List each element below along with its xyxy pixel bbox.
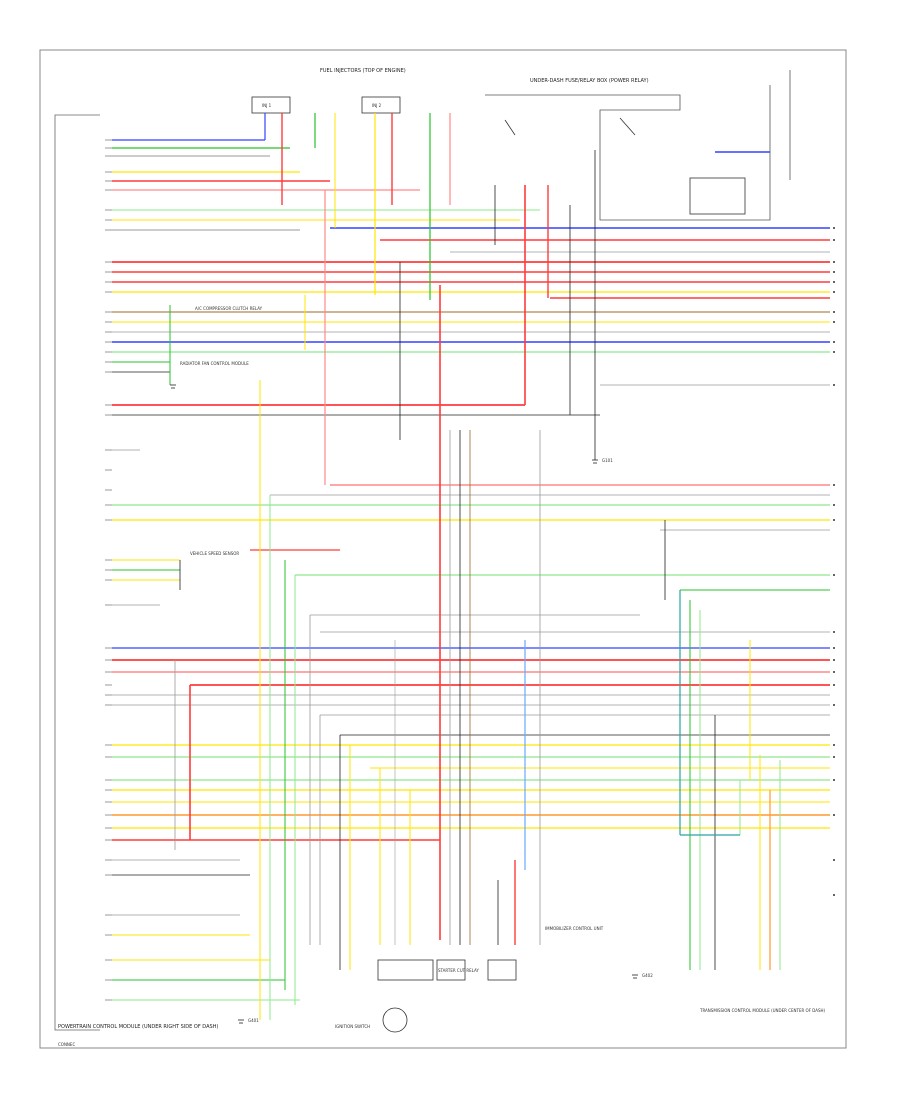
immobilizer-box: [487, 959, 517, 981]
relay-switch-1: [504, 119, 516, 136]
fuel-injectors-label: FUEL INJECTORS (TOP OF ENGINE): [320, 68, 406, 74]
ground-g401-label: G401: [248, 1018, 259, 1023]
relay-box-outline: [485, 85, 771, 221]
radiator-fan-label: RADIATOR FAN CONTROL MODULE: [180, 361, 249, 366]
starter-relay-box: [436, 959, 466, 981]
injector-box-1: [251, 96, 291, 114]
injector-box-2: [361, 96, 401, 114]
tcm-label: TRANSMISSION CONTROL MODULE (UNDER CENTE…: [699, 1008, 826, 1013]
relay-switch-2: [619, 117, 636, 136]
vertical-wires: [169, 113, 781, 1020]
diagram-frame: [39, 49, 847, 1049]
immobilizer-label: IMMOBILIZER CONTROL UNIT: [545, 926, 604, 931]
relay-contact-box: [689, 177, 746, 215]
inj1-label: INJ 1: [262, 103, 272, 108]
ac-comp-label: A/C COMPRESSOR CLUTCH RELAY: [195, 306, 263, 311]
vss-label: VEHICLE SPEED SENSOR: [190, 551, 239, 556]
ignition-switch-symbol: [382, 1007, 408, 1033]
horizontal-wires: [112, 139, 830, 1001]
inj2-label: INJ 2: [372, 103, 382, 108]
pcm-bracket: [54, 114, 100, 1031]
ignition-switch-box: [377, 959, 434, 981]
ignition-switch-label: IGNITION SWITCH: [335, 1024, 370, 1029]
pcm-label: POWERTRAIN CONTROL MODULE (UNDER RIGHT S…: [58, 1024, 218, 1030]
ground-symbols: [170, 384, 638, 1024]
right-edge-terminals: [833, 227, 835, 896]
starter-label: STARTER CUT RELAY: [438, 968, 479, 973]
ground-g101-label: G101: [602, 458, 613, 463]
diagram-code: CONNEC: [58, 1042, 75, 1047]
pcm-pin-ticks: [105, 139, 112, 1001]
underdash-relay-label: UNDER-DASH FUSE/RELAY BOX (POWER RELAY): [530, 78, 649, 84]
ground-g402-label: G402: [642, 973, 653, 978]
